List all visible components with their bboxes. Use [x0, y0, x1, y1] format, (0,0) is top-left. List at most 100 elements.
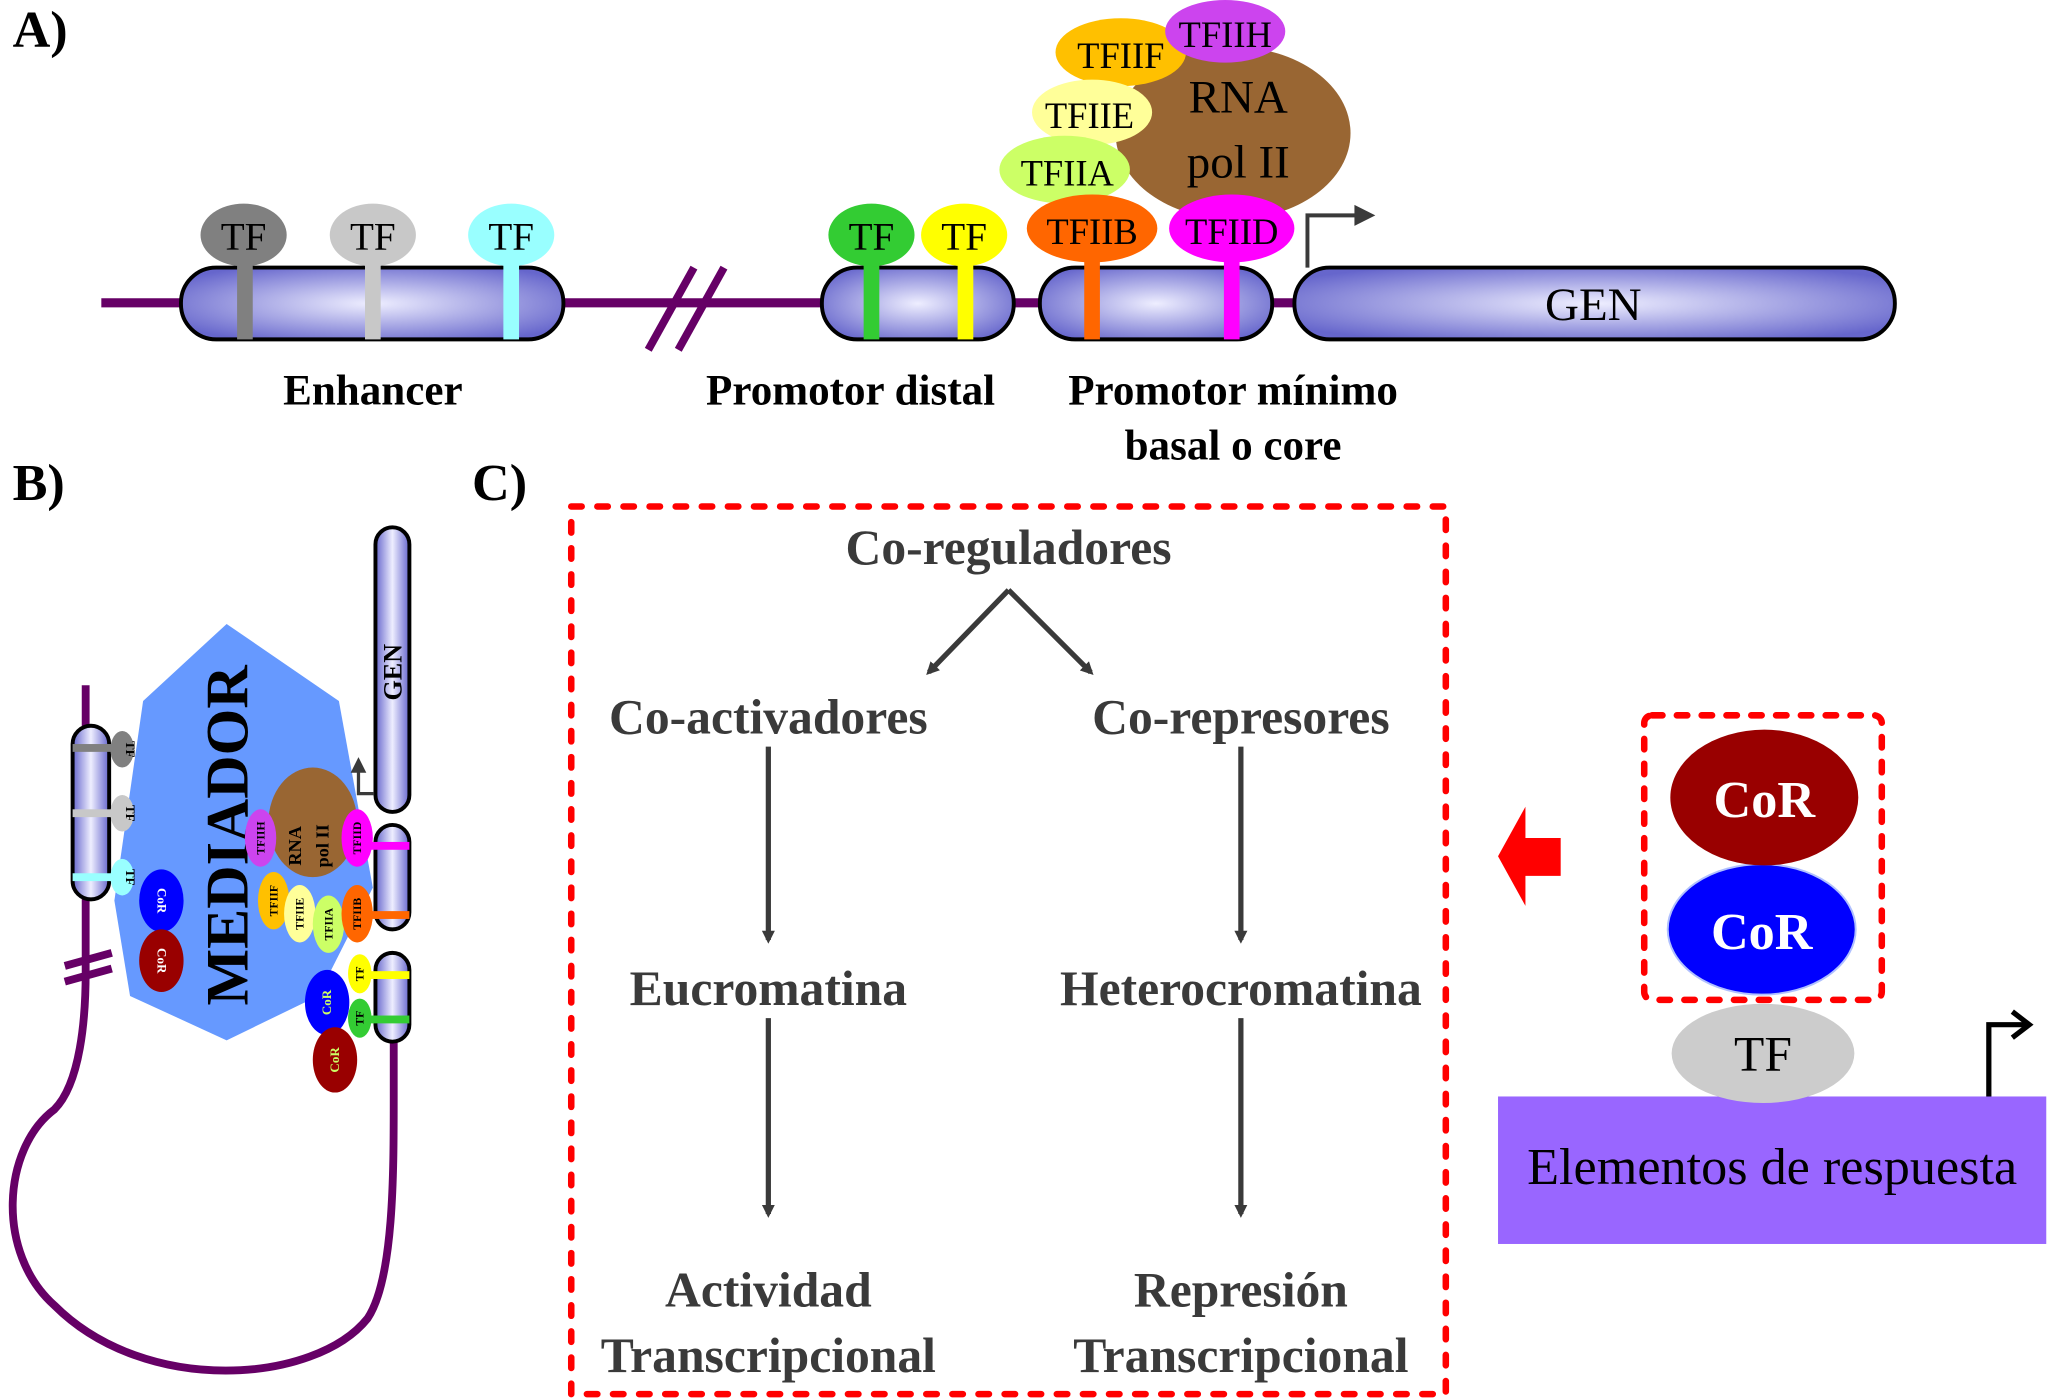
dna-loop: [8, 685, 398, 1375]
tfiie-label: TFIIE: [1045, 95, 1134, 136]
tfiif-label: TFIIF: [1077, 35, 1164, 76]
cor-label: CoR: [154, 888, 169, 914]
tf-protein: [329, 203, 416, 267]
tf-label: TF: [849, 215, 895, 258]
gene: GEN: [1292, 204, 1897, 342]
panel-b-label: B): [13, 454, 65, 512]
tf-stem: [863, 248, 880, 340]
tf-protein: [110, 794, 134, 832]
eucromatina-label: Eucromatina: [630, 961, 908, 1016]
tss-arrow-head-icon: [1354, 204, 1376, 226]
promotor-distal-label: Promotor distal: [706, 368, 995, 415]
tf-protein: [110, 858, 134, 896]
tfiie-protein: [1032, 79, 1153, 145]
represion-label-2: Transcripcional: [1073, 1328, 1408, 1383]
tfiif-label: TFIIF: [268, 885, 281, 916]
response-elements-block: [1498, 1096, 2047, 1244]
corepresores-label: Co-represores: [1092, 690, 1390, 745]
panel-c-label: C): [472, 454, 527, 512]
tf-label: TF: [354, 966, 367, 981]
promotor-minimo: RNA pol II TFIIF TFIIH TFIIE TFIIA TFIIB…: [999, 0, 1398, 469]
tf-stem: [957, 248, 974, 340]
rna-pol-label-1: RNA: [285, 825, 305, 865]
heterocromatina-label: Heterocromatina: [1060, 961, 1422, 1016]
tf-stem: [72, 809, 119, 818]
gene-label-vertical: GEN: [379, 644, 408, 701]
panel-c-side: Elementos de respuesta TF CoR CoR: [1498, 712, 2047, 1244]
gene-label: GEN: [1545, 279, 1642, 331]
represion-label-1: Represión: [1134, 1263, 1348, 1318]
tf-stem: [365, 248, 381, 340]
rna-pol-label-2: pol II: [312, 824, 332, 867]
tfiib-label: TFIIB: [351, 898, 364, 930]
promotor-minimo-label-2: basal o core: [1125, 422, 1342, 469]
tf-protein: [921, 203, 1008, 267]
tfiia-protein: [999, 135, 1130, 204]
response-elements-label: Elementos de respuesta: [1527, 1138, 2017, 1196]
tf-label: TF: [488, 215, 534, 258]
tfiif-protein: [257, 871, 290, 930]
tf-stem: [72, 744, 119, 752]
tss-arrow: [356, 770, 375, 796]
tf-protein: [110, 730, 134, 768]
rna-pol-ii: [1115, 46, 1351, 220]
tf-stem: [72, 873, 119, 882]
tss-arrow: [1305, 213, 1360, 268]
tf-protein: [200, 203, 287, 267]
distal-capsule-vertical: [373, 950, 412, 1044]
tfiib-label: TFIIB: [1046, 211, 1137, 252]
cor-label: CoR: [154, 948, 169, 974]
tf-stem: [370, 1015, 410, 1024]
cor-red: [1670, 729, 1859, 866]
panel-a-label: A): [13, 1, 68, 59]
tfiih-label: TFIIH: [254, 821, 267, 854]
tf-protein: [828, 203, 915, 267]
panel-c-flow: Co-reguladores Co-activadores Co-represo…: [567, 503, 1450, 1398]
tf-label: TF: [1734, 1026, 1792, 1081]
tfiih-protein: [1165, 0, 1286, 63]
promotor-distal-capsule: [819, 265, 1016, 342]
promotor-minimo-label-1: Promotor mínimo: [1068, 368, 1398, 415]
tf-protein: [348, 998, 372, 1038]
tf-label: TF: [123, 869, 138, 886]
tf-label: TF: [123, 741, 138, 758]
tf-stem: [370, 971, 410, 979]
cor-label: CoR: [319, 989, 334, 1015]
tfiid-protein: [1169, 194, 1295, 263]
rna-pol-label-2: pol II: [1187, 137, 1290, 189]
gene-capsule: [1292, 265, 1897, 342]
cor-protein: [139, 929, 184, 993]
cor-dashed-box: [1640, 712, 1886, 1004]
tf-stem: [237, 248, 253, 340]
coactivadores-label: Co-activadores: [609, 690, 928, 745]
actividad-label-2: Transcripcional: [601, 1328, 936, 1383]
tf-protein: [468, 203, 555, 267]
tss-arrow-head-icon: [2010, 1009, 2034, 1040]
tfiia-label: TFIIA: [1021, 152, 1115, 193]
cor-protein: [139, 869, 184, 932]
tfiib-protein: [1026, 194, 1158, 263]
cor-protein: [304, 969, 350, 1036]
arrow-to-corepresores: [1006, 588, 1094, 676]
panel-b: MEDIADOR TF TF TF CoR CoR GEN RNA pol II…: [8, 525, 412, 1375]
gene-capsule-vertical: [373, 525, 412, 814]
break-mark: [63, 949, 113, 970]
enhancer: TF TF TF Enhancer: [178, 203, 566, 415]
tss-arrow-head-icon: [350, 757, 367, 773]
tfiia-label: TFIIA: [322, 907, 335, 940]
tfiid-label: TFIID: [351, 822, 364, 855]
rna-pol-label-1: RNA: [1189, 71, 1288, 123]
cor-blue-label: CoR: [1711, 903, 1814, 961]
dashed-box: [567, 503, 1450, 1398]
tfiid-protein: [341, 809, 373, 867]
tfiie-protein: [284, 885, 316, 943]
tfiih-label: TFIIH: [1179, 14, 1272, 55]
break-mark: [644, 265, 698, 352]
tfiie-label: TFIIE: [294, 898, 307, 930]
tf-label: TF: [941, 215, 987, 258]
tf-label: TF: [221, 215, 267, 258]
tfiid-stem: [1223, 248, 1240, 340]
tfiib-protein: [341, 885, 373, 943]
tf-stem: [503, 248, 520, 340]
